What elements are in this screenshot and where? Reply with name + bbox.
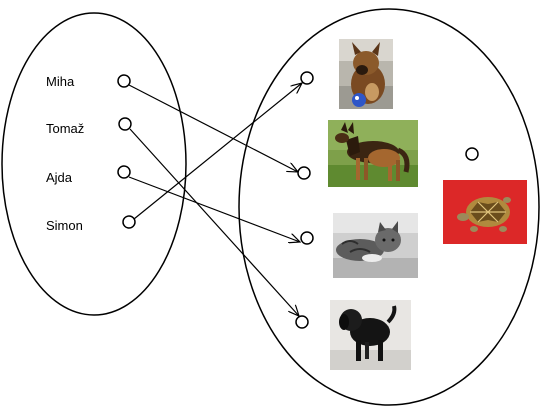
people-set-ellipse <box>1 12 187 316</box>
arrow-ajda-to-cat <box>128 176 300 242</box>
dog-shepherd-mix-photo <box>339 39 393 109</box>
person-node-tomaz <box>118 117 132 131</box>
person-node-simon <box>122 215 136 229</box>
black-dog-photo <box>330 300 411 370</box>
pet-node-shepherd-mix <box>300 71 314 85</box>
person-label-ajda: Ajda <box>46 170 73 185</box>
person-label-miha: Miha <box>46 74 75 89</box>
arrow-simon-to-shepherd-mix <box>133 83 302 220</box>
pet-node-tortoise <box>465 147 479 161</box>
person-label-tomaz: Tomaž <box>46 121 84 136</box>
person-node-ajda <box>117 165 131 179</box>
pets-set-ellipse <box>238 8 540 406</box>
german-shepherd-photo <box>328 120 418 187</box>
arrow-miha-to-german-shepherd <box>128 84 298 172</box>
person-node-miha <box>117 74 131 88</box>
tortoise-photo <box>443 180 527 244</box>
person-label-simon: Simon <box>46 218 83 233</box>
arrow-tomaz-to-black-dog <box>129 128 299 316</box>
pet-node-cat <box>300 231 314 245</box>
pet-node-german-shepherd <box>297 166 311 180</box>
pet-node-black-dog <box>295 315 309 329</box>
tabby-cat-photo <box>333 213 418 278</box>
